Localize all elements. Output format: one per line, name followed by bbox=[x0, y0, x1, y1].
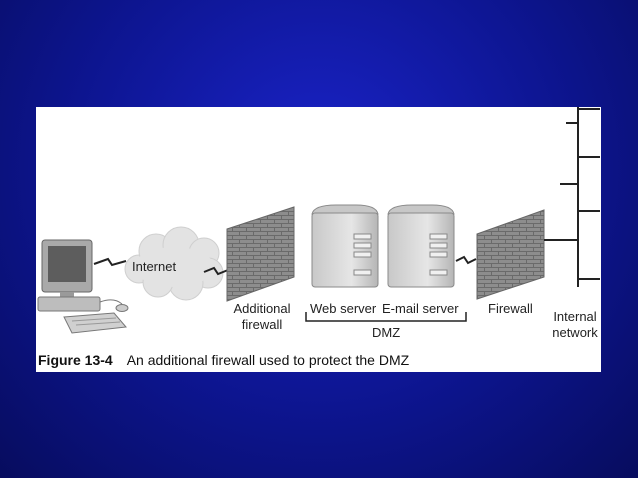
dmz-label: DMZ bbox=[372, 325, 401, 340]
lightning-link-icon bbox=[455, 255, 477, 265]
figure-number: Figure 13-4 bbox=[38, 352, 113, 368]
figure-panel: Internet Additional firewall Web server … bbox=[36, 107, 601, 372]
additional-firewall-label: Additional firewall bbox=[230, 301, 294, 333]
desktop-computer-icon bbox=[37, 239, 129, 334]
brick-wall-icon bbox=[476, 209, 545, 300]
internal-network-label-line1: Internal bbox=[553, 309, 597, 324]
internet-label: Internet bbox=[132, 259, 177, 274]
network-diagram bbox=[37, 107, 600, 334]
dmz-bracket bbox=[305, 312, 467, 322]
brick-wall-icon bbox=[226, 206, 295, 302]
lightning-link-icon bbox=[203, 266, 229, 276]
additional-firewall-label-line2: firewall bbox=[241, 317, 283, 332]
internal-network-bus bbox=[544, 107, 600, 287]
internal-network-label-line2: network bbox=[552, 325, 598, 340]
web-server-label: Web server bbox=[310, 301, 377, 316]
firewall-label: Firewall bbox=[488, 301, 533, 316]
figure-caption-text: An additional firewall used to protect t… bbox=[126, 352, 410, 368]
internal-network-label: Internal network bbox=[550, 309, 600, 341]
figure-caption: Figure 13-4 An additional firewall used t… bbox=[38, 352, 409, 368]
server-tower-icon bbox=[387, 204, 455, 288]
server-tower-icon bbox=[311, 204, 379, 288]
email-server-label: E-mail server bbox=[382, 301, 459, 316]
additional-firewall-label-line1: Additional bbox=[233, 301, 291, 316]
lightning-link-icon bbox=[93, 257, 127, 267]
internet-cloud-icon bbox=[124, 226, 224, 301]
